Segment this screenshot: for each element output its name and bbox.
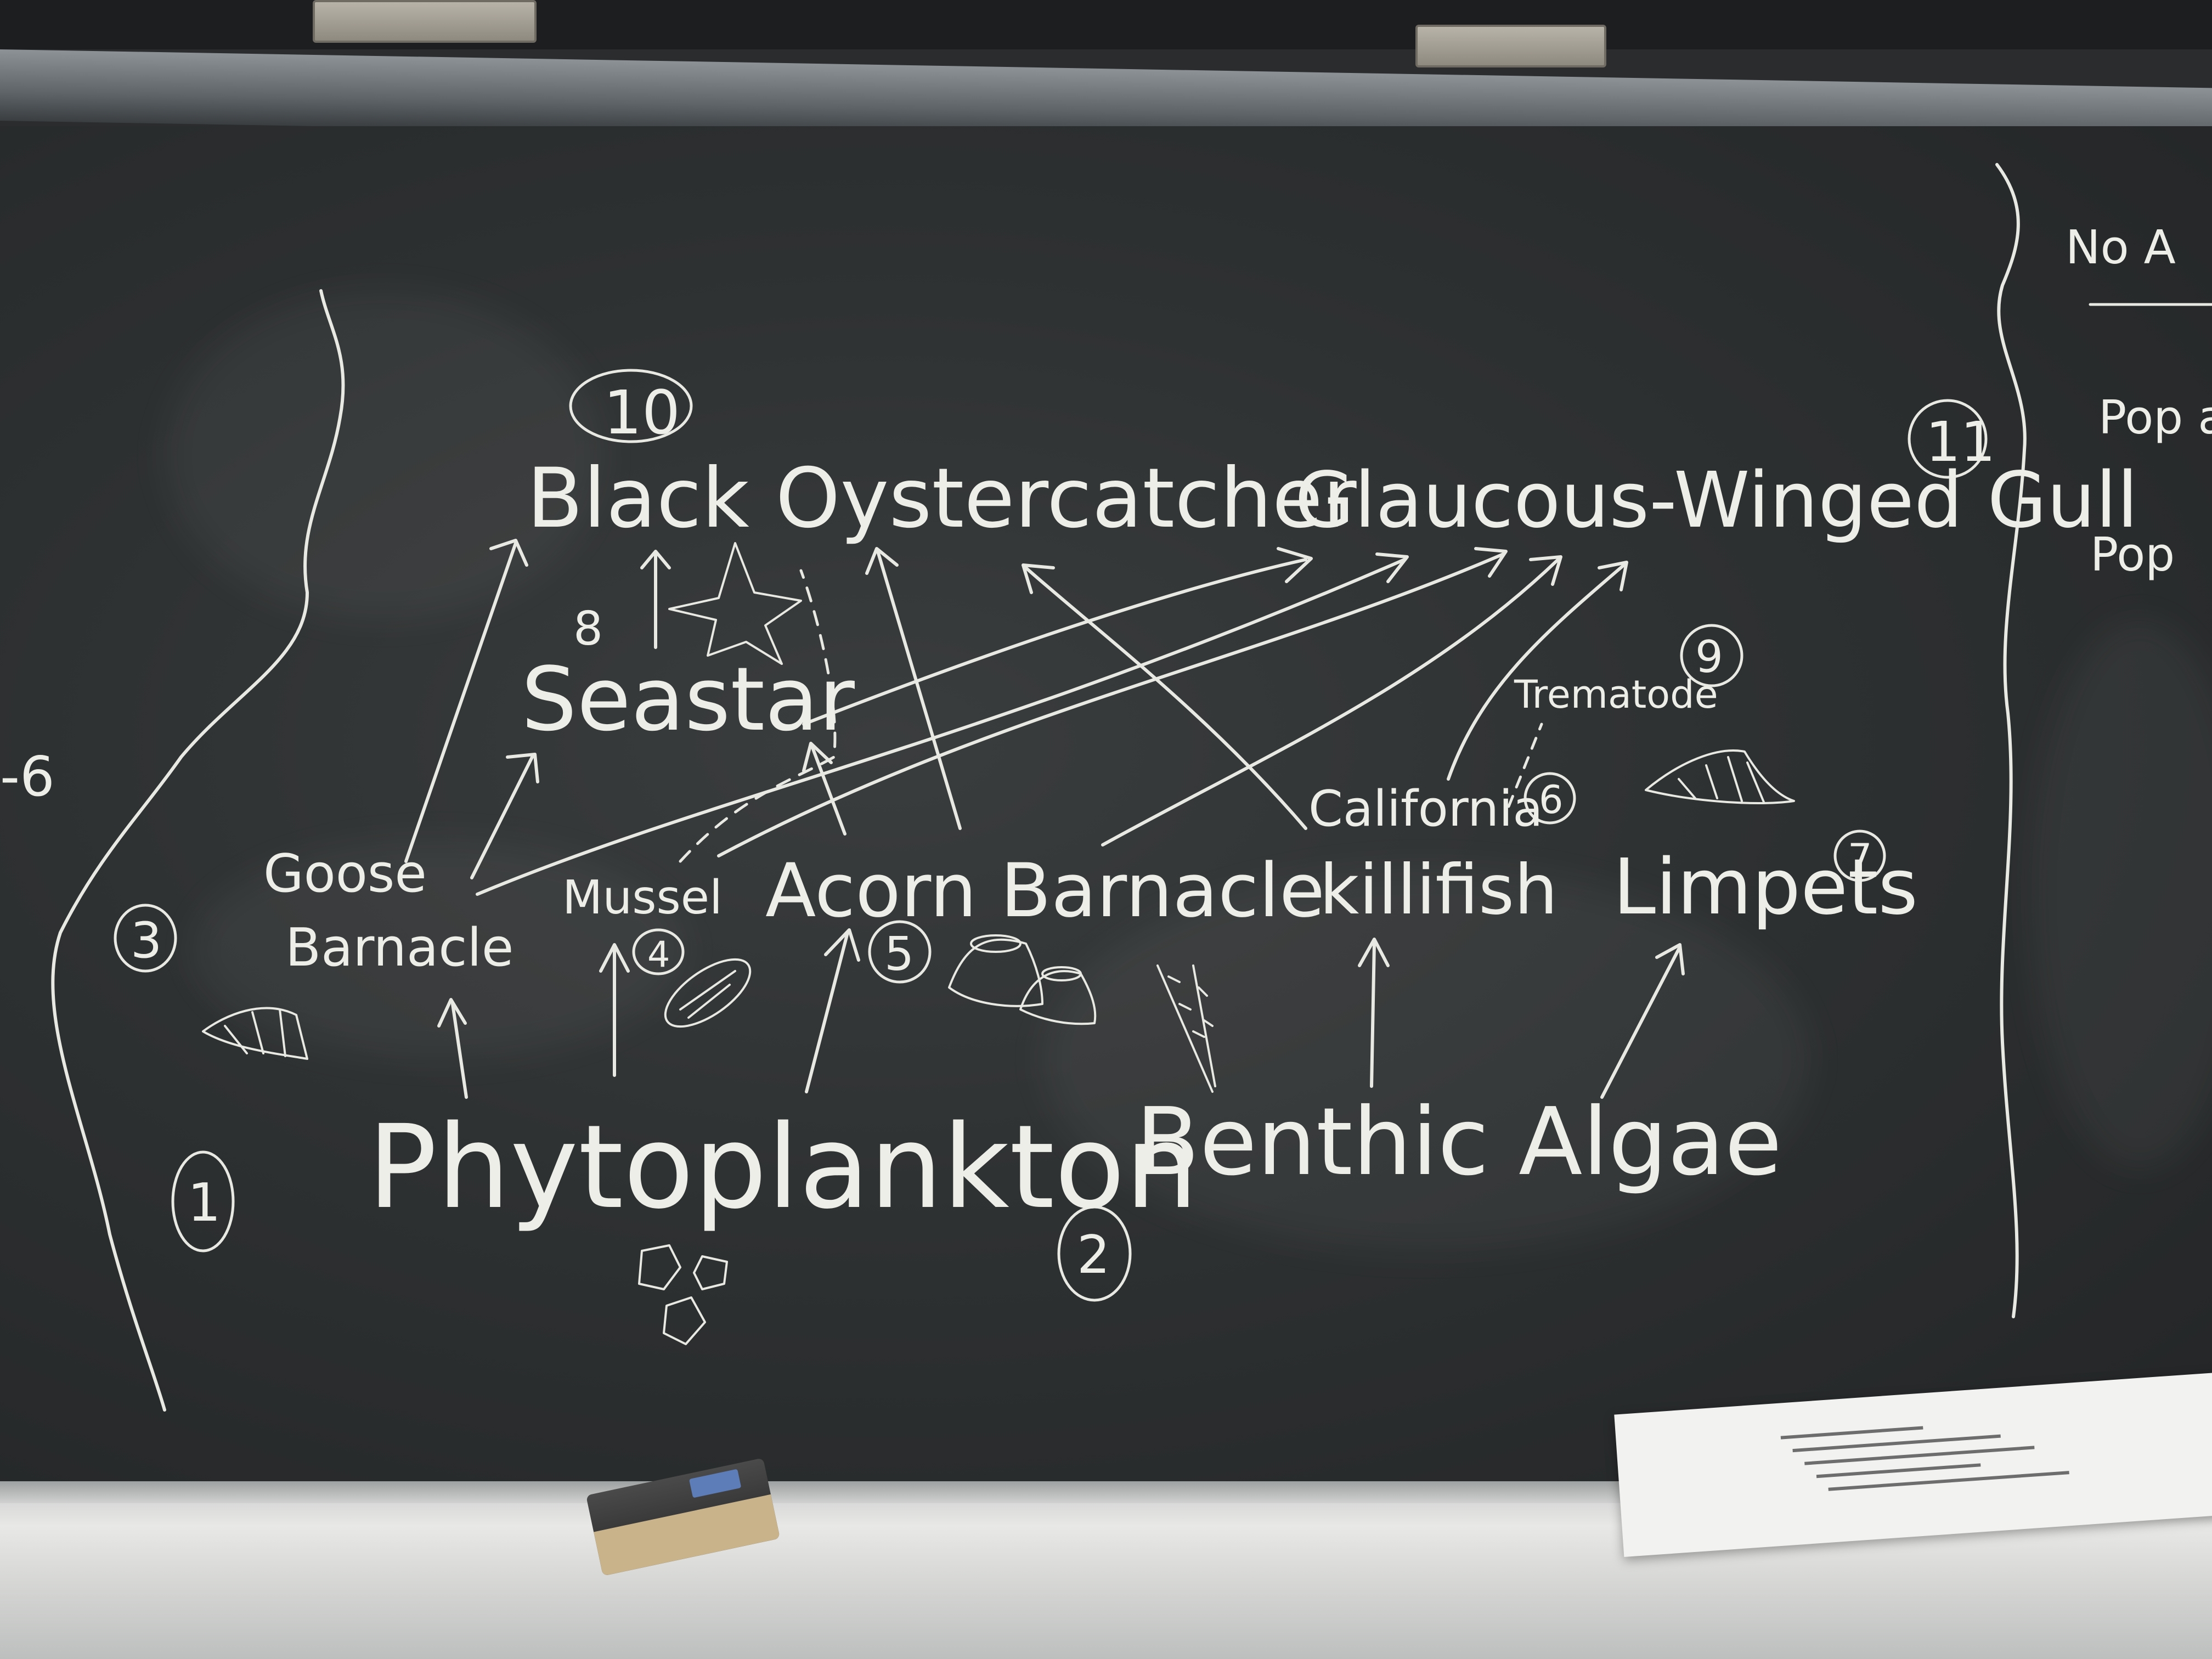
label-goose: Goose [263, 844, 427, 904]
chalkboard [0, 126, 2212, 1498]
label-mussel: Mussel [562, 871, 723, 925]
right-panel-pop-1: Pop a [2098, 391, 2212, 445]
label-barnacle-goose: Barnacle [285, 918, 514, 978]
label-benthic-algae: Benthic Algae [1136, 1088, 1782, 1197]
acorn-barnacle-drawing [948, 934, 1097, 1025]
label-seastar: Seastar [521, 648, 855, 751]
number-9: 9 [1695, 631, 1723, 682]
label-black-oystercatcher: Black Oystercatcher [527, 451, 1357, 546]
right-panel-pop-2: Pop [2090, 528, 2175, 582]
algae-drawing [1156, 964, 1216, 1093]
number-2: 2 [1077, 1225, 1110, 1285]
label-acorn-barnacle: Acorn Barnacle [765, 848, 1325, 934]
label-glaucous-winged-gull: Glaucous-Winged Gull [1295, 456, 2138, 545]
label-trematode: Trematode [1514, 672, 1718, 717]
barnacle-drawing-left [202, 1007, 308, 1060]
left-edge-fragment: -6 [0, 744, 55, 809]
mussel-drawing [664, 958, 752, 1028]
label-phytoplankton: Phytoplankton [368, 1100, 1198, 1234]
number-4: 4 [647, 934, 670, 975]
label-california: California [1308, 780, 1543, 838]
number-6: 6 [1539, 777, 1564, 822]
map-clip-right [1415, 25, 1606, 67]
food-web-arrows [404, 539, 1685, 1099]
phytoplankton-drawing [638, 1244, 728, 1345]
map-clip-left [313, 0, 537, 43]
starfish-drawing [668, 542, 802, 665]
label-killifish: killifish [1319, 850, 1558, 930]
number-5: 5 [884, 927, 914, 981]
label-eight: 8 [573, 602, 603, 656]
limpet-drawing [1645, 749, 1795, 804]
number-7: 7 [1848, 836, 1872, 881]
number-1: 1 [188, 1173, 221, 1233]
number-3: 3 [131, 912, 162, 969]
number-11: 11 [1926, 410, 1995, 474]
number-10: 10 [603, 377, 680, 448]
right-panel-heading: No A [2066, 221, 2176, 275]
label-limpets: Limpets [1613, 843, 1918, 932]
